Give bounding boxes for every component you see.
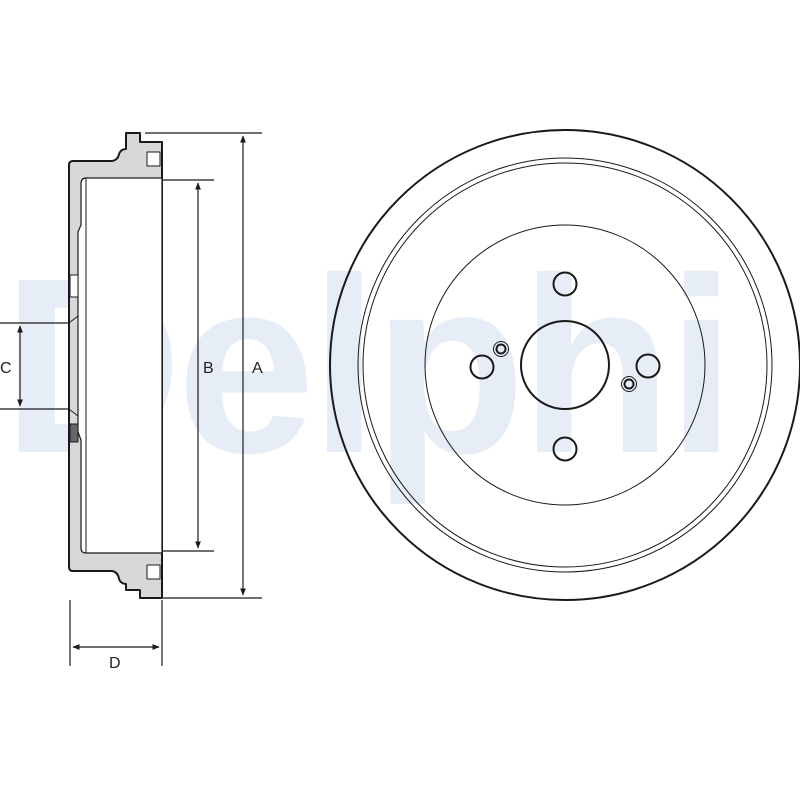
locating-screw-hole — [493, 341, 509, 357]
bolt-hole — [552, 436, 578, 462]
bolt-hole — [469, 354, 495, 380]
dimension-label-c: C — [0, 360, 12, 377]
dimension-label-b: B — [203, 360, 214, 377]
front-view — [329, 129, 800, 601]
outer-rim — [329, 129, 800, 601]
bolt-hole — [635, 353, 661, 379]
friction-ring-inner — [362, 162, 768, 568]
dimension-label-d: D — [109, 655, 121, 672]
locating-screw-inner — [495, 343, 507, 355]
hub-face — [424, 224, 706, 506]
side-view-section — [68, 132, 163, 599]
dimension-lines — [0, 132, 262, 666]
locating-screw-hole — [621, 376, 637, 392]
center-bore — [520, 320, 610, 410]
locating-screw-inner — [623, 378, 635, 390]
bolt-hole — [552, 271, 578, 297]
dimension-label-a: A — [252, 360, 263, 377]
friction-ring-outer — [357, 157, 773, 573]
